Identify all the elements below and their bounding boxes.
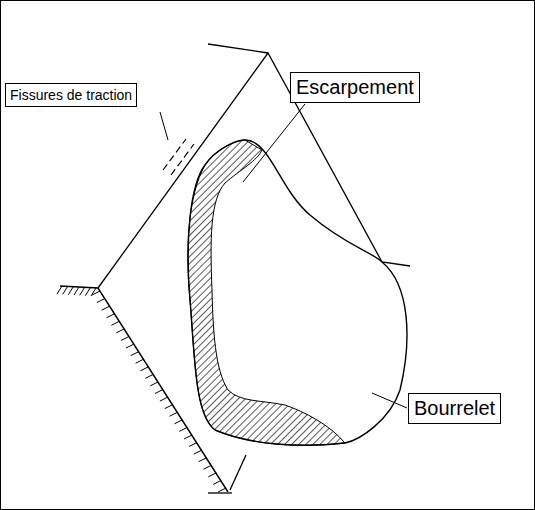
scarp-hatched <box>188 140 345 445</box>
label-text: Escarpement <box>296 76 414 99</box>
label-box: Fissures de traction <box>5 83 137 107</box>
leader-line <box>160 112 168 140</box>
ground-toe <box>208 492 232 493</box>
label-box: Bourrelet <box>408 393 501 424</box>
label-text: Fissures de traction <box>10 87 132 103</box>
label-text: Bourrelet <box>414 397 495 420</box>
crest-line <box>208 44 268 53</box>
landslide-outline <box>188 140 407 445</box>
leader-line <box>372 393 407 408</box>
tension-cracks <box>163 139 194 175</box>
label-box: Escarpement <box>290 72 420 103</box>
leader-line <box>243 104 305 182</box>
slope-base <box>230 455 246 490</box>
